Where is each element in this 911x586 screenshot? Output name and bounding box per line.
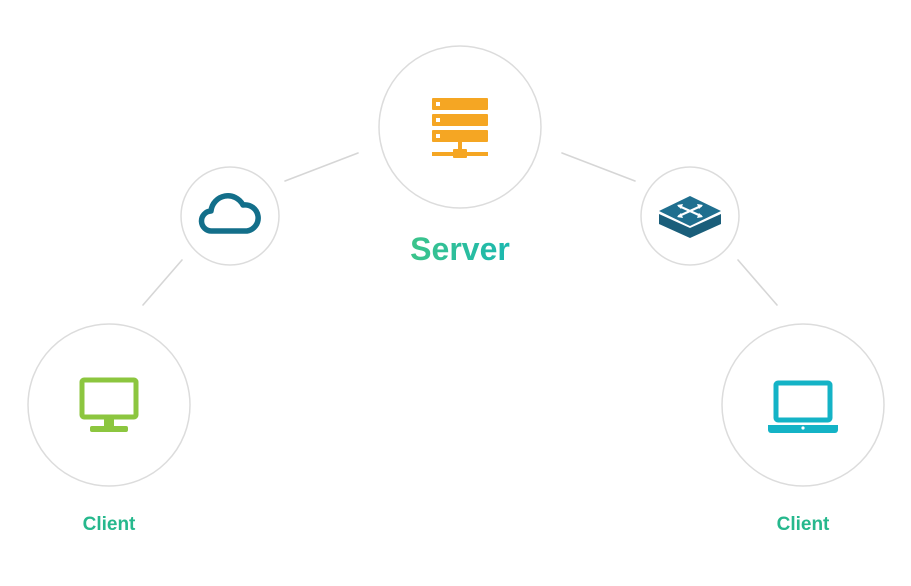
cloud-node[interactable] bbox=[180, 166, 280, 266]
server-node-circle bbox=[378, 45, 542, 209]
client-laptop-node[interactable] bbox=[721, 323, 885, 487]
connector-server-switch bbox=[561, 152, 636, 182]
client-left-label: Client bbox=[83, 514, 136, 535]
connectors bbox=[142, 152, 778, 306]
connector-switch-laptop bbox=[737, 259, 778, 306]
server-node[interactable] bbox=[378, 45, 542, 209]
client-laptop-circle bbox=[721, 323, 885, 487]
client-desktop-node[interactable] bbox=[27, 323, 191, 487]
network-switch-icon bbox=[659, 196, 721, 238]
connector-cloud-server bbox=[284, 152, 359, 182]
switch-node[interactable] bbox=[640, 166, 740, 266]
laptop-icon bbox=[768, 380, 838, 433]
cloud-icon bbox=[198, 193, 261, 234]
server-label: Server bbox=[410, 231, 510, 267]
server-icon bbox=[432, 98, 488, 158]
desktop-monitor-icon bbox=[79, 377, 139, 432]
connector-desktop-cloud bbox=[142, 259, 183, 306]
client-right-label: Client bbox=[777, 514, 830, 535]
cloud-node-circle bbox=[180, 166, 280, 266]
client-desktop-circle bbox=[27, 323, 191, 487]
